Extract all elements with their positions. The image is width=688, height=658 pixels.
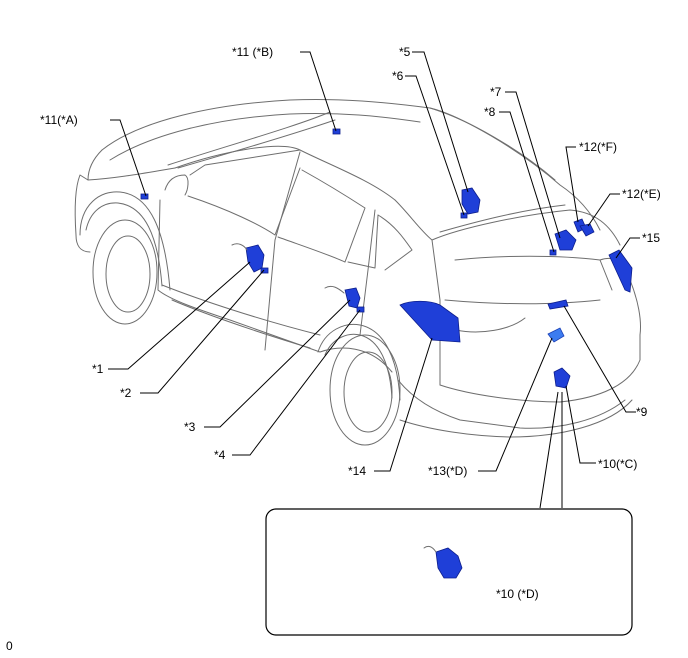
leader-lines bbox=[108, 51, 640, 595]
callout-5: *5 bbox=[399, 45, 411, 59]
vehicle-outline bbox=[74, 98, 641, 446]
callout-3: *3 bbox=[184, 420, 196, 434]
components bbox=[140, 128, 633, 389]
callout-4: *4 bbox=[214, 448, 226, 462]
part-3 bbox=[344, 287, 361, 309]
detail-view bbox=[265, 508, 633, 636]
callout-9: *9 bbox=[636, 405, 648, 419]
callout-1: *1 bbox=[92, 362, 104, 376]
callout-11b: *11 (*B) bbox=[232, 45, 273, 59]
part-12e bbox=[579, 223, 595, 237]
part-10d-detail bbox=[435, 547, 463, 579]
part-11b bbox=[332, 128, 341, 135]
callout-15: *15 bbox=[642, 231, 660, 245]
part-10c bbox=[553, 367, 571, 389]
part-4 bbox=[356, 306, 365, 313]
callout-10c-label: *10(*C) bbox=[598, 457, 637, 471]
callout-12f: *12(*F) bbox=[579, 140, 617, 154]
callout-11a: *11(*A) bbox=[40, 113, 78, 127]
part-13d bbox=[547, 327, 565, 343]
callout-6: *6 bbox=[392, 69, 404, 83]
part-15 bbox=[608, 249, 633, 293]
callout-13d: *13(*D) bbox=[428, 464, 467, 478]
part-11a bbox=[140, 193, 149, 200]
callout-8: *8 bbox=[484, 105, 496, 119]
callout-10d: *10 (*D) bbox=[496, 587, 539, 601]
part-7 bbox=[554, 229, 577, 251]
callout-labels: *11(*A) *11 (*B) *5 *6 *7 *8 *12(*F) *12… bbox=[6, 45, 661, 653]
part-9 bbox=[547, 299, 569, 310]
callout-12e: *12(*E) bbox=[622, 187, 661, 201]
part-2 bbox=[260, 267, 269, 274]
footer-code: 0 bbox=[6, 639, 13, 653]
callout-14: *14 bbox=[348, 464, 366, 478]
part-14 bbox=[399, 300, 461, 343]
callout-7: *7 bbox=[490, 85, 502, 99]
callout-2: *2 bbox=[120, 386, 132, 400]
part-6 bbox=[460, 212, 468, 219]
part-5 bbox=[461, 187, 481, 215]
part-8 bbox=[549, 249, 557, 256]
